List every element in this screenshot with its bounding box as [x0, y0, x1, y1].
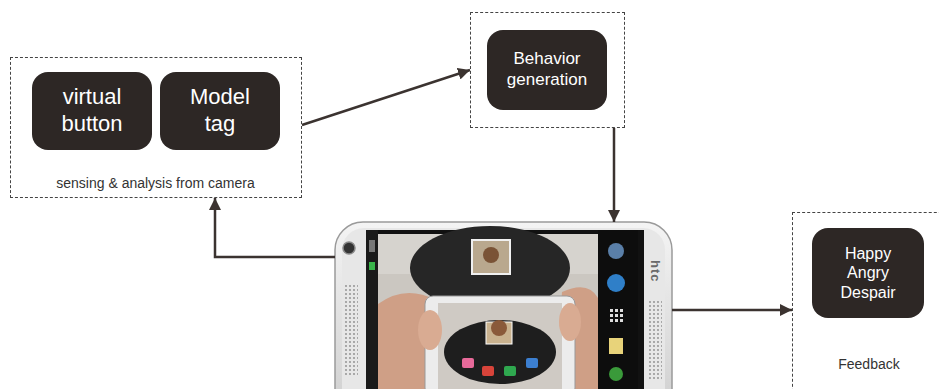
held-phone-screen: [438, 303, 562, 389]
notes-icon: [609, 338, 623, 354]
phone-icon: [609, 367, 623, 381]
speaker-grille: [648, 300, 662, 380]
status-icon: [369, 262, 375, 270]
feedback-group: Happy Angry DespairFeedback: [792, 212, 939, 389]
front-camera: [343, 242, 355, 254]
app-icon: [482, 366, 494, 376]
box-label: Happy Angry Despair: [833, 244, 903, 303]
nav-column: [598, 230, 638, 389]
box-label: Behavior generation: [497, 49, 597, 90]
box-label: virtual button: [50, 84, 134, 138]
app-icon: [504, 366, 516, 376]
group-caption: sensing & analysis from camera: [11, 175, 300, 191]
speaker-grille: [344, 285, 358, 375]
brand-logo: htc: [648, 260, 663, 283]
camera-icon: [608, 243, 624, 259]
phone-screen: [366, 230, 644, 389]
behavior-group: Behavior generation: [470, 12, 625, 128]
smartphone: htc: [335, 222, 672, 389]
group-caption: Feedback: [793, 356, 939, 372]
globe-icon: [607, 274, 625, 292]
model-figure: [483, 247, 499, 263]
app-icon: [526, 358, 538, 368]
flow-arrow: [215, 198, 335, 257]
input-box: virtual button: [32, 72, 152, 150]
phone-bezel: [342, 228, 665, 389]
status-bar: [366, 230, 378, 389]
phone-body: [335, 222, 672, 389]
right-thumb: [559, 303, 581, 341]
left-thumb: [418, 310, 442, 350]
flow-arrow: [613, 128, 616, 222]
flow-arrow: [302, 70, 470, 125]
app-icon: [462, 358, 474, 368]
process-box: Behavior generation: [487, 30, 607, 110]
emotion-box: Happy Angry Despair: [812, 228, 924, 318]
input-box: Model tag: [160, 72, 280, 150]
status-icon: [369, 240, 375, 252]
apps-icon: [610, 309, 623, 322]
box-label: Model tag: [178, 84, 262, 138]
model-figure: [491, 320, 507, 336]
held-phone: [425, 296, 575, 389]
model-card: [472, 240, 510, 274]
flow-arrow: [672, 309, 792, 312]
marker-mat: [444, 320, 556, 384]
sensing-group: virtual button Model tag sensing & analysi…: [10, 57, 302, 198]
